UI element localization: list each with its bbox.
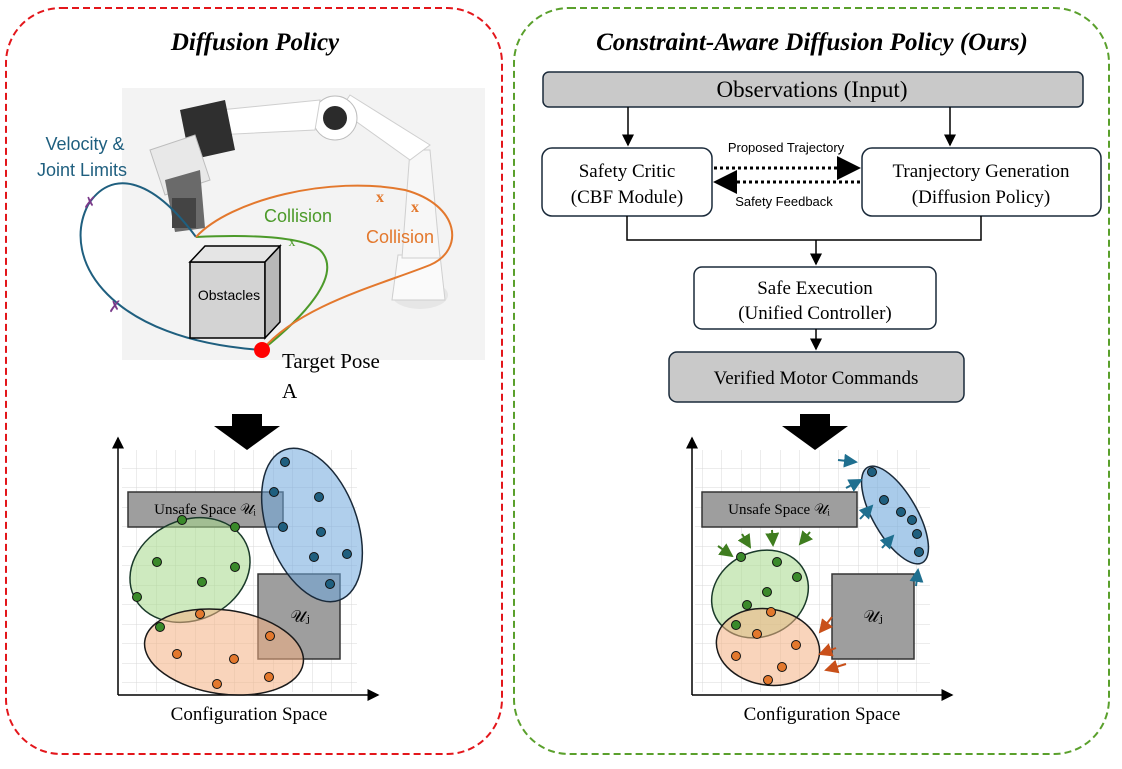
orange-collision-path xyxy=(195,184,454,351)
safe-execution-line2: (Unified Controller) xyxy=(738,303,892,324)
safety-critic-line2: (CBF Module) xyxy=(571,187,683,208)
green-collision-marker: x xyxy=(289,235,296,250)
right-unsafe-region-i xyxy=(701,491,858,528)
left-panel: Diffusion Policy ✗ ✗ x x x xyxy=(5,7,503,755)
green-collision-label: Collision xyxy=(264,206,332,226)
target-pose-dot xyxy=(254,342,270,358)
safe-execution-box xyxy=(693,266,937,330)
left-sample-points xyxy=(132,457,352,689)
verified-commands-box xyxy=(668,351,965,403)
left-panel-border xyxy=(5,7,503,755)
violation-marker-2: ✗ xyxy=(108,299,121,316)
right-down-arrow xyxy=(782,414,848,450)
left-blue-distribution xyxy=(260,447,364,603)
orange-collision-marker-1: x xyxy=(376,189,384,206)
right-blue-distribution xyxy=(860,465,930,565)
observations-box xyxy=(542,71,1084,108)
left-unsafe-i-label: Unsafe Space 𝒰ᵢ xyxy=(154,502,256,518)
trajectory-generation-line2: (Diffusion Policy) xyxy=(912,187,1050,208)
velocity-label-line1: Velocity & xyxy=(45,134,124,154)
right-unsafe-region-j xyxy=(831,573,915,660)
velocity-label-line2: Joint Limits xyxy=(37,160,127,180)
right-panel-title: Constraint-Aware Diffusion Policy (Ours) xyxy=(596,29,1028,56)
orange-collision-marker-2: x xyxy=(411,199,419,216)
left-xlabel: Configuration Space xyxy=(171,704,328,725)
right-unsafe-i-label: Unsafe Space 𝒰ᵢ xyxy=(728,502,830,518)
velocity-limit-path xyxy=(79,182,263,351)
right-sample-points xyxy=(731,467,924,685)
observations-label: Observations (Input) xyxy=(717,77,908,102)
trajectory-generation-line1: Tranjectory Generation xyxy=(892,161,1070,182)
right-unsafe-j-label: 𝒰ⱼ xyxy=(863,607,883,626)
robot-arm-illustration xyxy=(149,94,448,309)
right-xlabel: Configuration Space xyxy=(744,704,901,725)
left-orange-distribution xyxy=(143,608,305,696)
left-config-space-plot: Unsafe Space 𝒰ᵢ 𝒰ⱼ xyxy=(112,436,380,725)
left-panel-title: Diffusion Policy xyxy=(170,29,340,56)
target-pose-label-line1: Target Pose xyxy=(282,349,380,373)
safety-feedback-label: Safety Feedback xyxy=(735,194,833,209)
orange-collision-label: Collision xyxy=(366,227,434,247)
violation-marker-1: ✗ xyxy=(83,195,96,212)
merge-connector xyxy=(626,216,982,241)
safe-execution-line1: Safe Execution xyxy=(757,278,873,299)
obstacle-cube xyxy=(188,244,282,340)
safety-critic-line1: Safety Critic xyxy=(579,161,676,182)
right-config-space-plot: Unsafe Space 𝒰ᵢ 𝒰ⱼ xyxy=(686,436,954,725)
proposed-trajectory-label: Proposed Trajectory xyxy=(728,140,845,155)
green-collision-path xyxy=(195,235,329,351)
left-down-arrow xyxy=(214,414,280,450)
obstacles-label: Obstacles xyxy=(198,287,260,303)
target-pose-label-line2: A xyxy=(282,379,298,403)
right-panel: Constraint-Aware Diffusion Policy (Ours)… xyxy=(513,7,1110,755)
left-unsafe-j-label: 𝒰ⱼ xyxy=(290,607,310,626)
right-panel-border xyxy=(513,7,1110,755)
right-correction-arrows xyxy=(717,453,924,674)
verified-commands-label: Verified Motor Commands xyxy=(714,368,919,389)
